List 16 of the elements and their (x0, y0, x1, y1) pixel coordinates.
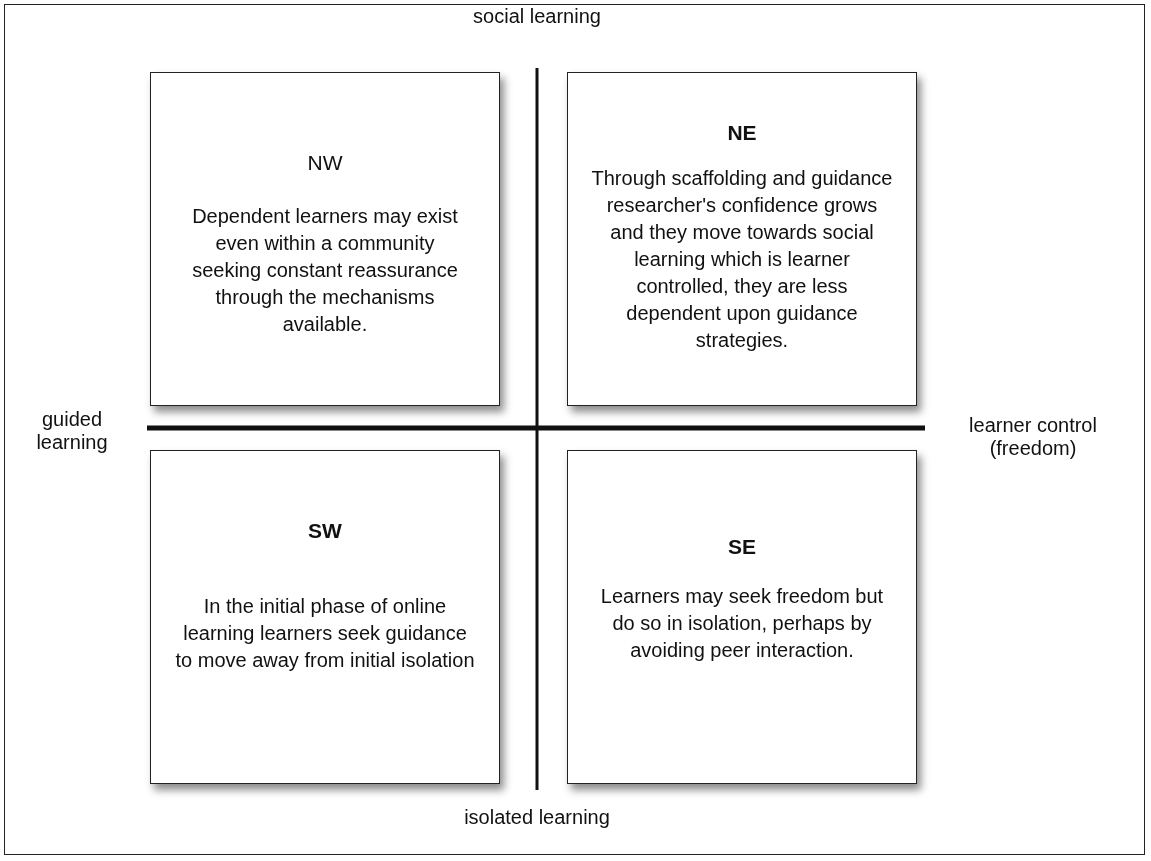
quadrant-box (150, 72, 500, 406)
axis-label: guided learning (35, 408, 109, 454)
quadrant-heading: SE (728, 535, 756, 559)
quadrant-description: Through scaffolding and guidance researcher's confidence grows and they move towards social learning which is learner controlled, they are less dependent upon guidance strategies. (590, 166, 894, 353)
axis-label: isolated learning (463, 806, 611, 829)
quadrant-box (567, 72, 917, 406)
quadrant-description: In the initial phase of online learning learners seek guidance to move away from initial isolation (174, 594, 476, 673)
quadrant-heading: NW (307, 151, 343, 175)
quadrant-description: Learners may seek freedom but do so in isolation, perhaps by avoiding peer interaction. (599, 584, 885, 663)
quadrant-box (150, 450, 500, 784)
quadrant-heading: SW (308, 519, 342, 543)
quadrant-heading: NE (727, 121, 757, 145)
quadrant-description: Dependent learners may exist even within a community seeking constant reassurance through the mechanisms available. (191, 204, 459, 337)
axis-label: social learning (472, 5, 602, 28)
quadrant-box (567, 450, 917, 784)
axis-label: learner control (freedom) (968, 414, 1098, 460)
